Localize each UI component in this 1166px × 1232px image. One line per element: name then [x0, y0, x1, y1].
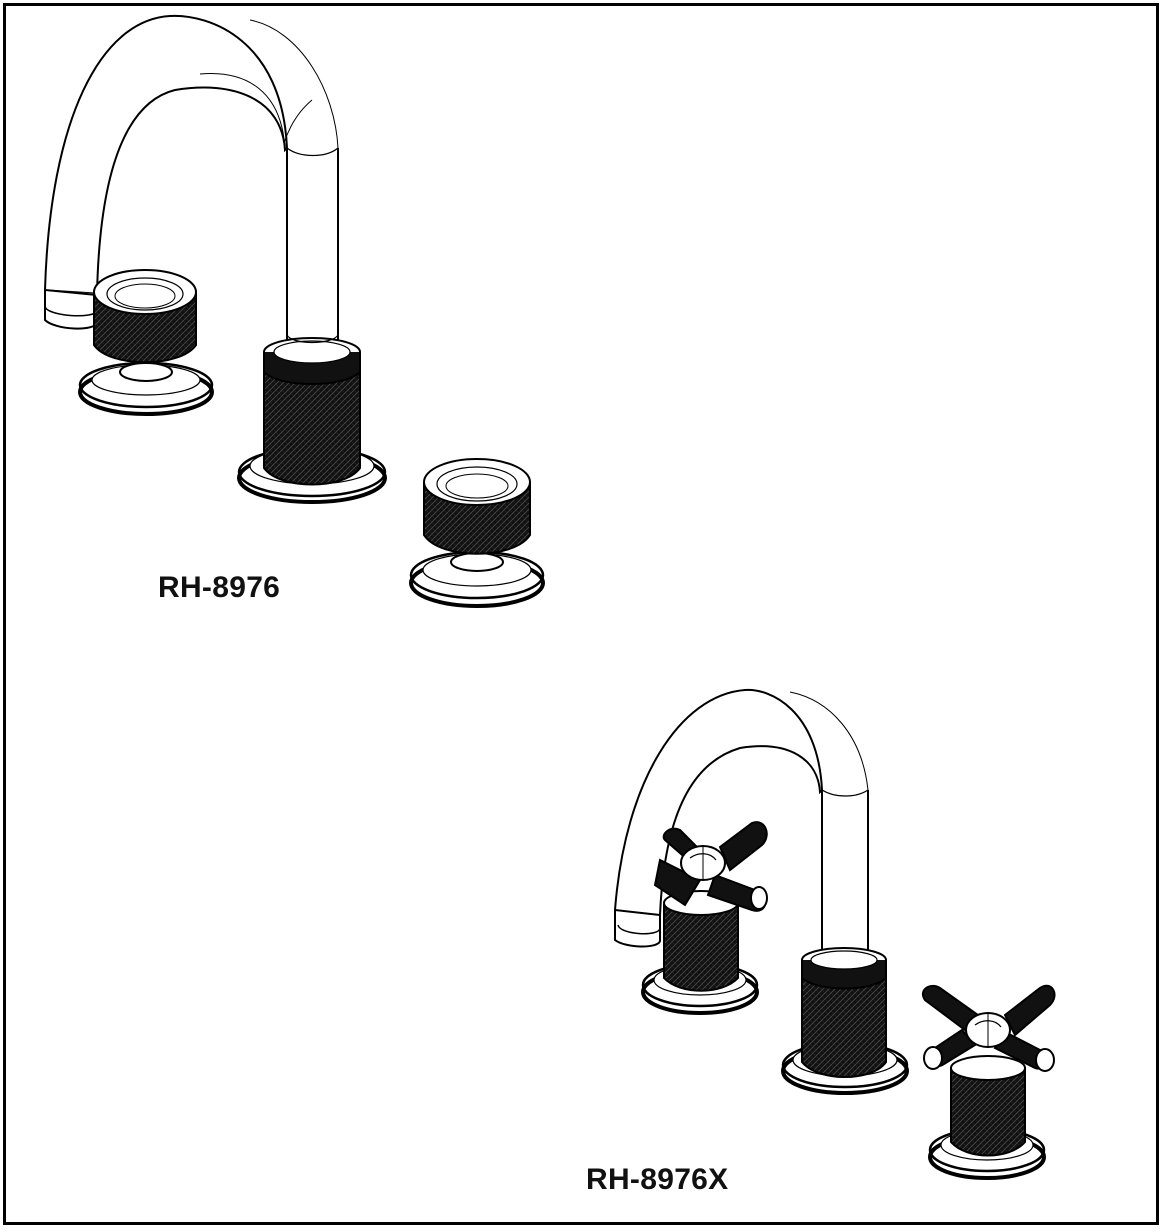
center-body-icon	[781, 947, 909, 1095]
model-label-rh-8976x: RH-8976X	[586, 1163, 729, 1196]
spout-gooseneck-icon	[43, 14, 339, 340]
model-label-rh-8976: RH-8976	[158, 571, 281, 604]
left-cross-handle-icon	[641, 821, 768, 1015]
right-cross-handle-icon	[921, 984, 1056, 1180]
spout-gooseneck-icon	[613, 688, 869, 960]
right-knurled-handle-icon	[409, 458, 545, 608]
faucet-set-rh-8976x	[613, 688, 1056, 1180]
faucet-set-rh-8976	[43, 14, 545, 608]
left-knurled-handle-icon	[78, 269, 214, 416]
center-body-icon	[237, 334, 387, 504]
